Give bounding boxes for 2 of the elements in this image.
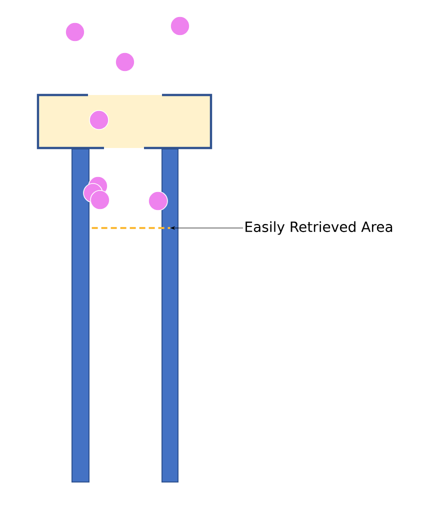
dashed-line xyxy=(92,227,170,229)
area-label: Easily Retrieved Area xyxy=(246,221,392,235)
